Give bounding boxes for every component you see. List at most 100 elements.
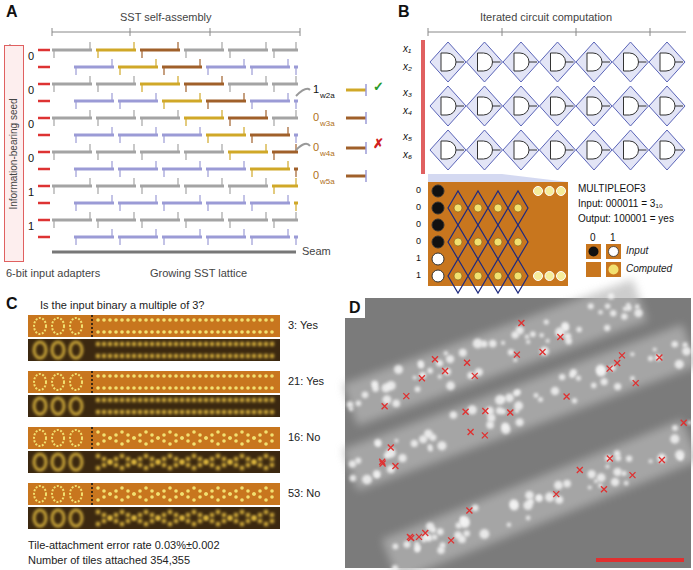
sst-tile [52,83,92,86]
digit-glyph [70,454,82,470]
afm-dot [198,410,202,414]
tile-dot [216,318,220,322]
tile-tick [119,101,120,109]
afm-blob [495,395,505,405]
tile-tick [243,195,244,203]
label-text: 0 [590,233,596,243]
afm-blob [428,447,433,452]
output-bit [557,187,566,196]
afm-dot [114,457,118,461]
digit-glyph [52,318,64,334]
afm-dot [234,519,238,523]
tile-dot [198,330,202,334]
afm-blob [576,327,582,333]
afm-blob [384,452,390,458]
label-text: 0 [416,203,421,212]
sst-tile [140,151,180,154]
afm-dot [138,513,142,517]
afm-dot [198,457,202,461]
tile-dot [174,439,178,443]
tile-tick [295,67,296,75]
afm-dot [126,457,130,461]
gate-symbol [478,141,493,159]
afm-blob [563,480,571,488]
afm-dot [150,342,154,346]
sst-tile [74,66,114,69]
label-text: 3: Yes [288,320,318,331]
afm-dot [198,463,202,467]
tile-dot [126,433,130,437]
input-bit [432,253,444,265]
afm-dot [186,457,190,461]
tile-tick [75,135,76,143]
afm-dot [252,398,256,402]
afm-dot [270,354,274,358]
label-text: Output: 100001 = yes [578,214,674,224]
afm-dot [192,454,196,458]
tile-dot [204,386,208,390]
afm-dot [204,516,208,520]
afm-dot [216,466,220,470]
tile-tick [273,84,274,92]
sst-tile [206,168,246,171]
sst-tile [162,134,202,137]
tile-tick [287,161,288,169]
tile-tick [119,203,120,211]
afm-dot [228,460,232,464]
afm-dot [132,410,136,414]
afm-dot [186,519,190,523]
afm-dot [186,513,190,517]
label-text: 0 [416,220,421,229]
tile-dot [126,489,130,493]
circuit-cell [649,130,685,170]
tile-dot [234,386,238,390]
afm-blob [424,429,433,438]
afm-dot [144,398,148,402]
afm-dot [150,398,154,402]
afm-dot [180,460,184,464]
afm-dot [168,354,172,358]
tile-tick [89,110,90,118]
afm-dot [180,342,184,346]
error-mark [577,467,583,473]
tile-tick [265,212,266,220]
afm-dot [246,410,250,414]
tile-tick [243,229,244,237]
sst-tile [74,100,114,103]
tile-dot [222,489,226,493]
tile-tick [177,178,178,186]
legend-sample [609,247,619,257]
tile-tick [229,186,230,194]
afm-blob [485,407,494,416]
afm-dot [138,463,142,467]
afm-dot [126,519,130,523]
afm-dot [174,410,178,414]
tile-tick [97,220,98,228]
afm-blob [605,303,610,308]
tile-dot [156,492,160,496]
error-mark [432,356,438,362]
tile-dot [252,492,256,496]
circuit-cell [508,225,528,259]
tile-dot [138,318,142,322]
afm-dot [132,354,136,358]
tile-dot [258,495,262,499]
tile-dot [216,486,220,490]
digit-glyph [52,454,64,470]
sst-tile [184,185,224,188]
tile-dot [210,439,214,443]
digit-glyph [34,430,46,446]
tile-dot [264,374,268,378]
afm-dot [168,466,172,470]
afm-blob [600,378,607,385]
afm-dot [222,398,226,402]
tile-dot [108,386,112,390]
tile-dot [156,374,160,378]
afm-dot [186,398,190,402]
tile-tick [287,195,288,203]
afm-dot [258,342,262,346]
tile-dot [252,436,256,440]
circuit-cell [540,86,576,126]
afm-blob [544,319,549,324]
tile-dot [198,386,202,390]
